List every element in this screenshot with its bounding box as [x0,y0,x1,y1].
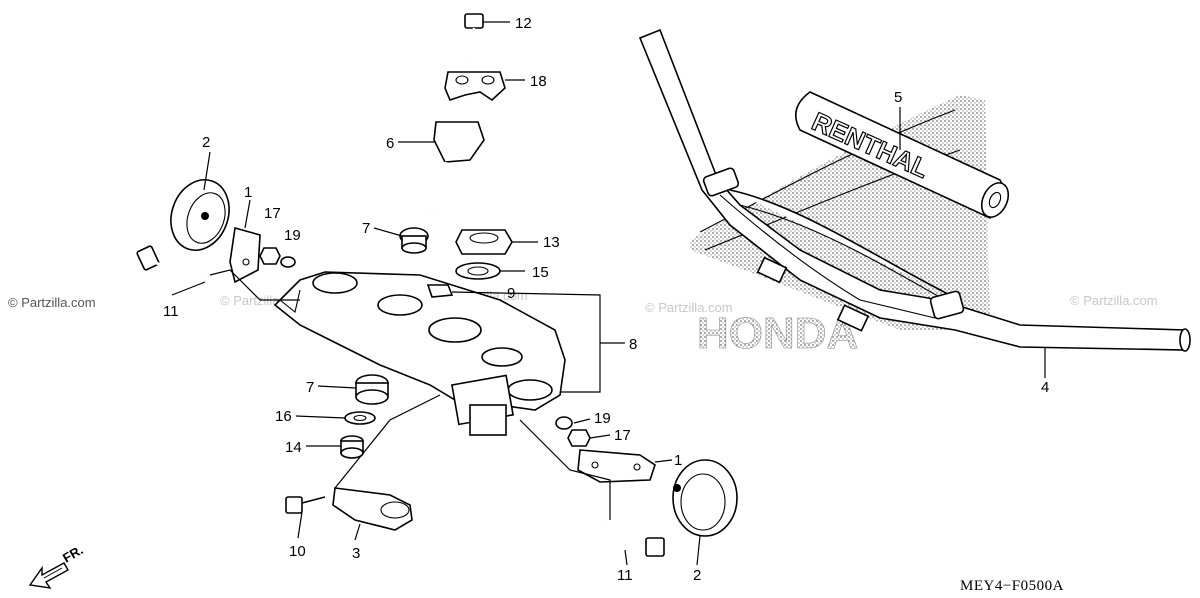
honda-logo-text: HONDA [697,309,858,358]
callout-2: 2 [202,134,210,151]
bolt-11-left [136,245,206,282]
callout-14: 14 [285,439,302,456]
watermark-text: © Partzilla.com [1070,293,1158,308]
callout-11: 11 [163,303,179,320]
upper-bridge [273,271,566,436]
callouts: 12 18 6 7 13 15 9 8 2 1 17 19 11 7 16 14… [163,15,1049,584]
holder-lower-6 [430,121,485,213]
bracket-1-left [229,226,261,284]
callout-11: 11 [617,567,633,584]
washer-19-right [555,416,573,430]
washer-19-left [280,256,296,268]
callout-12: 12 [515,15,532,32]
handlebar [638,28,1191,352]
washer-16 [344,411,376,425]
watermark-text: © Partzilla.com [8,295,96,310]
holder-upper-18 [444,71,506,102]
callout-15: 15 [532,264,549,281]
callout-7: 7 [306,379,314,396]
bolt-12 [464,13,484,63]
callout-1: 1 [674,452,682,469]
collar-14 [340,435,364,459]
front-arrow: FR. [28,542,86,589]
callout-19: 19 [284,227,301,244]
callout-5: 5 [894,89,902,106]
plate-9 [426,284,454,298]
bracket-1-right [577,449,656,483]
band-3 [332,487,413,531]
washer-15 [455,262,501,280]
bolt-11-right [607,518,665,557]
watermark-text: © Partzilla.com [645,300,733,315]
callout-17: 17 [264,205,281,222]
nut-17-right [567,429,591,447]
callout-7: 7 [362,220,370,237]
callout-3: 3 [352,545,360,562]
rubber-7-upper [399,227,429,254]
nut-13 [455,229,513,255]
rubber-7-lower [355,374,389,405]
callout-4: 4 [1041,379,1049,396]
bolt-10 [285,496,326,514]
callout-17: 17 [614,427,631,444]
end-cap-2-right [672,459,738,537]
callout-19: 19 [594,410,611,427]
callout-2: 2 [693,567,701,584]
callout-16: 16 [275,408,292,425]
end-cap-2-left [170,179,230,251]
callout-1: 1 [244,184,252,201]
callout-9: 9 [507,285,515,302]
callout-6: 6 [386,135,394,152]
callout-18: 18 [530,73,547,90]
nut-17-left [259,247,281,265]
callout-8: 8 [629,336,637,353]
front-label: FR. [60,542,86,565]
callout-13: 13 [543,234,560,251]
callout-10: 10 [289,543,306,560]
leader-lines [171,21,1046,566]
diagram-code: MEY4−F0500A [960,578,1064,594]
